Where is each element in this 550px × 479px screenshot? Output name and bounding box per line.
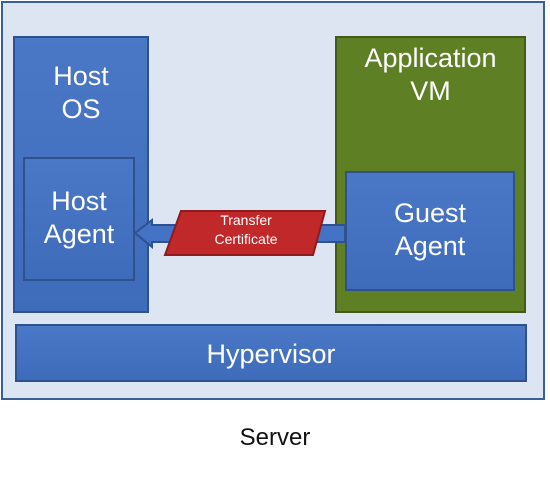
application-vm-label-line-2: VM bbox=[410, 76, 451, 106]
host-agent-label: Host Agent bbox=[25, 185, 133, 251]
host-os-label: Host OS bbox=[15, 60, 147, 126]
host-agent-box: Host Agent bbox=[23, 157, 135, 281]
server-label: Server bbox=[239, 424, 311, 451]
application-vm-label: Application VM bbox=[337, 42, 524, 108]
guest-agent-label: Guest Agent bbox=[347, 197, 513, 263]
host-os-label-line-1: Host bbox=[53, 61, 109, 91]
host-agent-label-line-2: Agent bbox=[43, 219, 115, 249]
guest-agent-label-line-1: Guest bbox=[393, 198, 467, 228]
guest-agent-label-line-2: Agent bbox=[394, 231, 466, 261]
transfer-certificate-label: Transfer Certificate bbox=[176, 211, 316, 249]
transfer-certificate-tag bbox=[163, 210, 327, 256]
transfer-certificate-line-1: Transfer bbox=[220, 212, 272, 228]
application-vm-label-line-1: Application bbox=[364, 43, 497, 73]
hypervisor-box: Hypervisor bbox=[15, 324, 527, 382]
guest-agent-box: Guest Agent bbox=[345, 171, 515, 291]
transfer-certificate-line-2: Certificate bbox=[214, 231, 278, 247]
host-os-label-line-2: OS bbox=[61, 94, 101, 124]
hypervisor-label: Hypervisor bbox=[206, 339, 336, 369]
host-agent-label-line-1: Host bbox=[51, 186, 107, 216]
